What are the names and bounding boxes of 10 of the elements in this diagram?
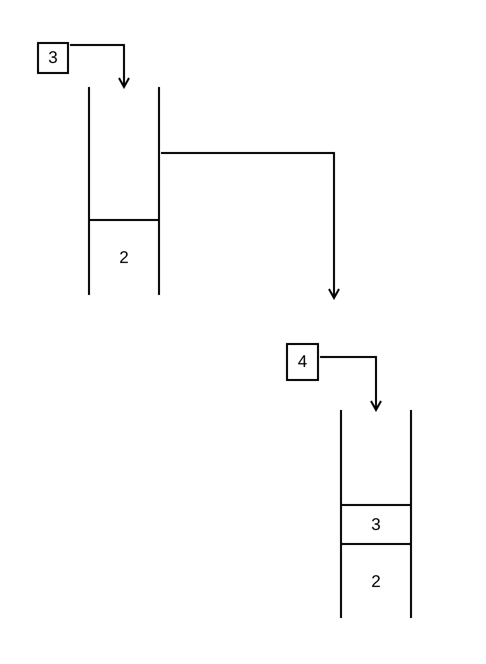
value-box: 3: [37, 42, 69, 74]
stack-outline: [340, 410, 412, 618]
stack-cell: 2: [90, 219, 158, 295]
arrow: [320, 356, 382, 411]
stack-cell: 2: [342, 543, 410, 618]
arrow: [161, 152, 340, 299]
value-box: 4: [286, 343, 319, 381]
stack-cell: 3: [342, 504, 410, 544]
arrow: [70, 44, 130, 88]
stack-outline: [88, 87, 160, 295]
